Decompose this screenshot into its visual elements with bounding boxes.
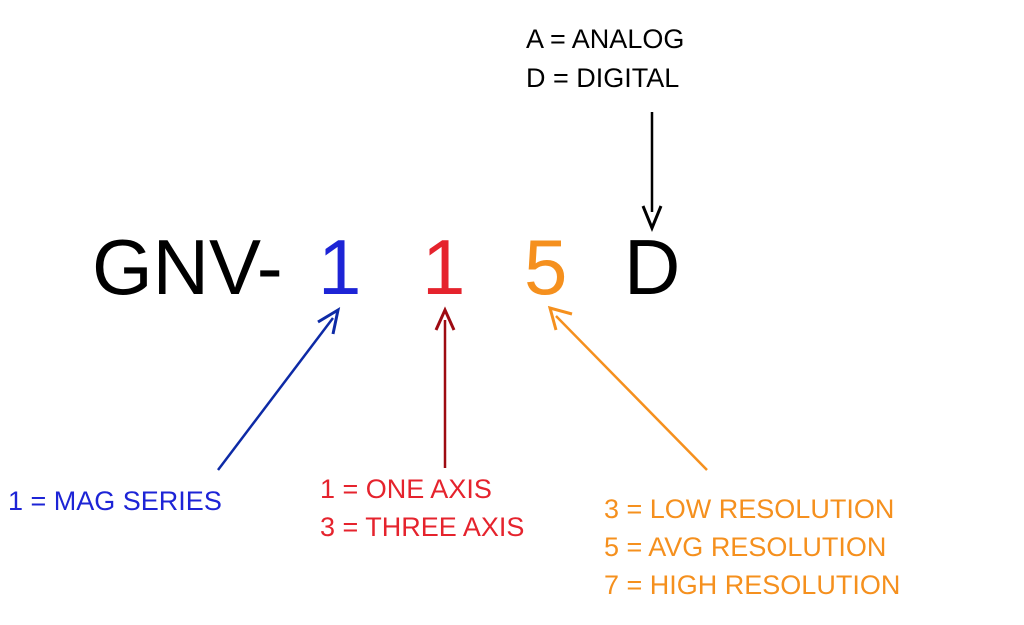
axis-one: 1 = ONE AXIS [320,474,492,504]
code-series-digit: 1 [318,223,362,311]
code-prefix: GNV- [92,223,283,311]
resolution-arrow [547,305,708,471]
output-type-analog: A = ANALOG [526,24,685,54]
axis-three: 3 = THREE AXIS [320,512,525,542]
resolution-low: 3 = LOW RESOLUTION [604,494,895,524]
resolution-avg: 5 = AVG RESOLUTION [604,532,887,562]
code-axis-digit: 1 [422,223,466,311]
axis-arrow [434,306,456,468]
series-mag: 1 = MAG SERIES [8,486,222,516]
series-arrow [217,306,341,471]
output-type-arrow [641,112,663,232]
resolution-high: 7 = HIGH RESOLUTION [604,570,901,600]
code-resolution-digit: 5 [524,223,568,311]
code-output-letter: D [624,223,681,311]
output-type-digital: D = DIGITAL [526,63,680,93]
